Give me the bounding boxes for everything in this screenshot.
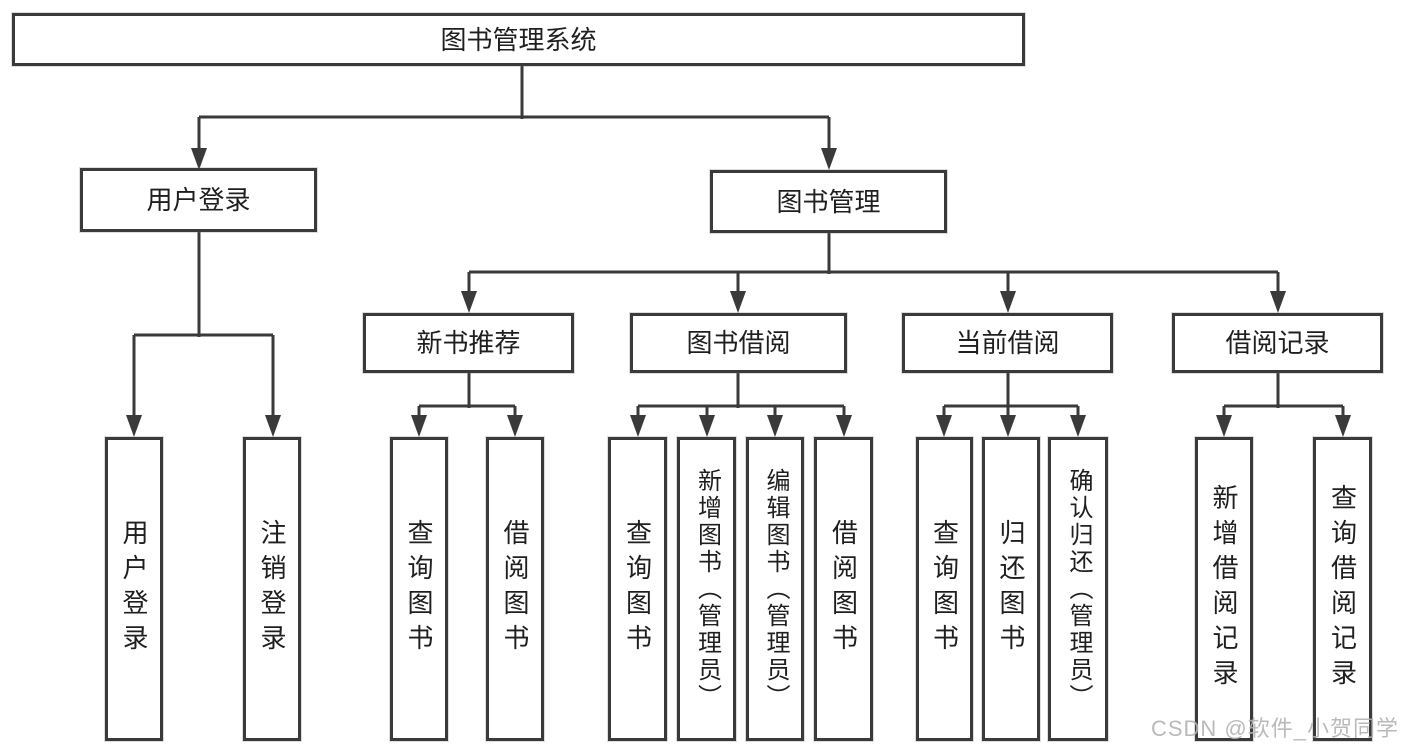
node-label: 归还图书 [996,519,1026,659]
node-label: 借阅图书 [828,519,859,659]
node-label: 查询图书 [929,519,960,659]
leaf-logout: 注销登录 [243,437,301,741]
node-label: 用户登录 [119,519,149,659]
node-new-book-recommend: 新书推荐 [363,313,574,373]
node-label: 确认归还（管理员） [1065,467,1092,711]
node-label: 借阅记录 [1225,328,1330,358]
node-label: 新增图书（管理员） [693,467,721,711]
node-current-borrow: 当前借阅 [902,313,1113,373]
leaf-query-book-2: 查询图书 [608,437,667,741]
node-label: 图书管理系统 [440,24,597,55]
node-root-system: 图书管理系统 [12,13,1025,66]
node-label: 新增借阅记录 [1209,484,1239,694]
leaf-add-book-admin: 新增图书（管理员） [677,437,736,741]
node-label: 编辑图书（管理员） [762,467,789,711]
node-label: 借阅图书 [500,519,530,659]
node-label: 新书推荐 [416,328,521,358]
node-book-management: 图书管理 [710,170,947,233]
node-borrow-records: 借阅记录 [1172,313,1383,373]
node-label: 图书借阅 [686,328,791,358]
node-label: 当前借阅 [955,328,1060,358]
leaf-add-borrow-record: 新增借阅记录 [1195,437,1253,741]
leaf-borrow-book-2: 借阅图书 [814,437,873,741]
leaf-return-book: 归还图书 [982,437,1040,741]
leaf-confirm-return-admin: 确认归还（管理员） [1048,437,1108,741]
leaf-user-login: 用户登录 [105,437,163,741]
leaf-query-book-1: 查询图书 [390,437,448,741]
node-label: 查询图书 [404,519,434,659]
node-book-borrow: 图书借阅 [630,313,847,373]
leaf-borrow-book-1: 借阅图书 [486,437,544,741]
leaf-edit-book-admin: 编辑图书（管理员） [746,437,804,741]
csdn-watermark: CSDN @软件_小贺同学 [1150,716,1399,741]
node-label: 查询借阅记录 [1327,484,1358,694]
node-label: 用户登录 [146,185,251,215]
leaf-query-book-3: 查询图书 [916,437,973,741]
node-label: 图书管理 [776,186,881,217]
node-user-login: 用户登录 [80,168,317,232]
node-label: 注销登录 [257,519,287,659]
leaf-query-borrow-record: 查询借阅记录 [1313,437,1372,741]
node-label: 查询图书 [622,519,653,659]
